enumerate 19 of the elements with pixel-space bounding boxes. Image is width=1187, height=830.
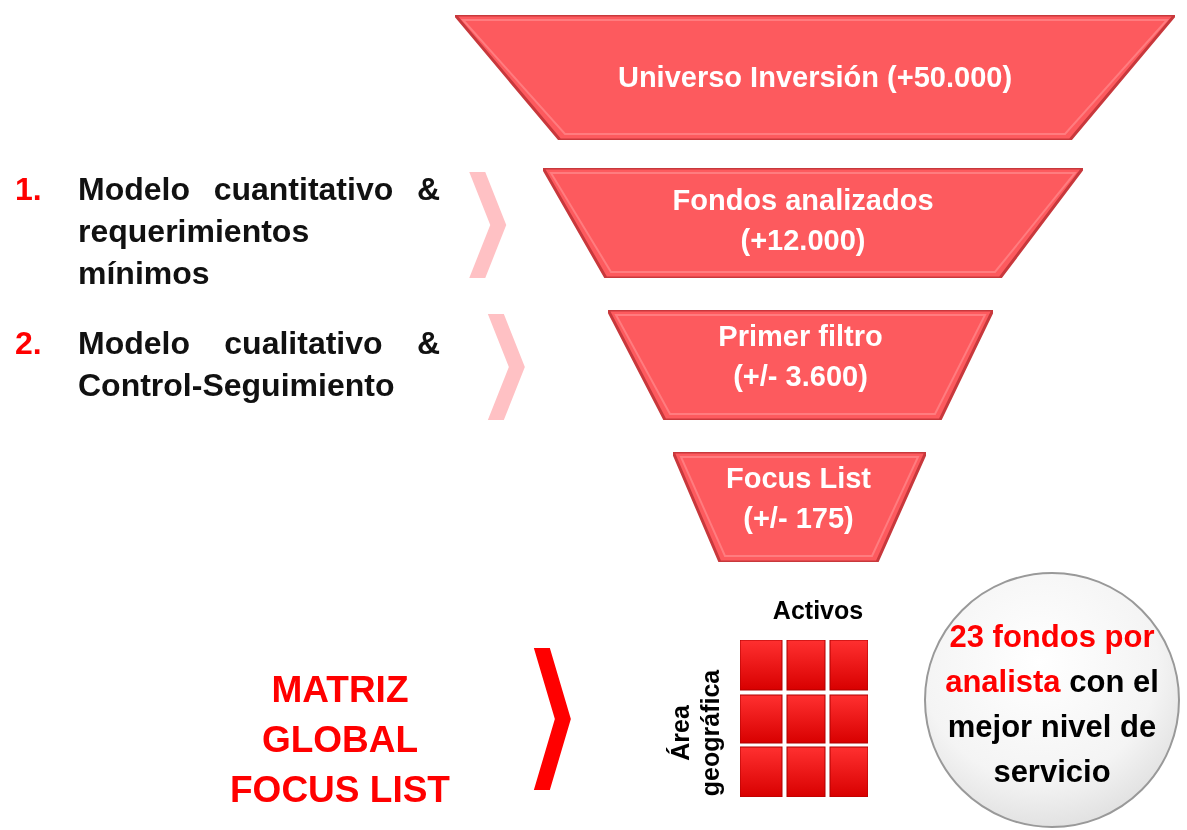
chevron-arrow (469, 172, 507, 278)
funnel-stage (543, 168, 1083, 278)
step-number: 2. (15, 324, 42, 363)
step-number: 1. (15, 170, 42, 209)
axis-label: Activos (771, 595, 865, 625)
chevron-arrow (487, 314, 525, 420)
stage-label: Focus List (+/- 175) (725, 461, 872, 536)
circle-text: 23 fondos por analista con el mejor nivel de servicio (944, 618, 1160, 791)
chevron-arrow (533, 648, 571, 790)
step-label: Modelo cualitativo & Control-Seguimiento (78, 324, 440, 405)
funnel-stage (608, 310, 993, 420)
section-title: MATRIZ GLOBAL FOCUS LIST (229, 668, 451, 812)
stage-label: Fondos analizados (+12.000) (671, 183, 935, 258)
axis-label: Área geográfica (665, 668, 725, 799)
funnel-stage (455, 15, 1175, 140)
stage-label: Primer filtro (+/- 3.600) (717, 319, 884, 394)
step-label: Modelo cuantitativo & requerimientos mínimos (78, 170, 440, 293)
funnel-stage (673, 452, 926, 562)
stage-label: Universo Inversión (+50.000) (616, 60, 1014, 95)
